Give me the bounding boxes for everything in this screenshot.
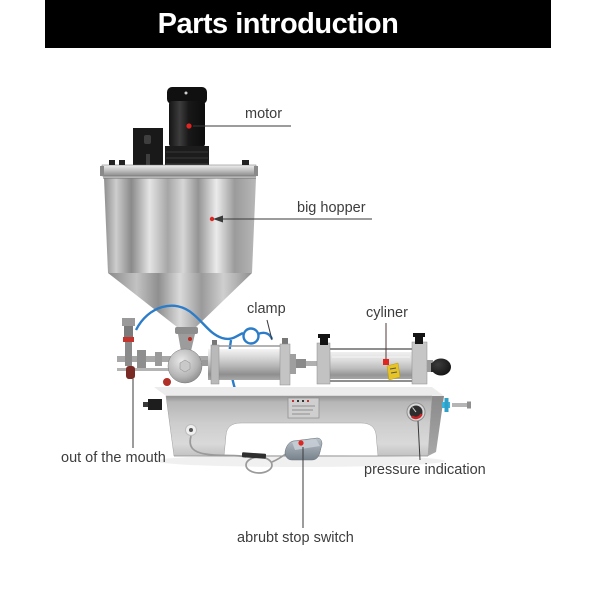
cyliner-leader — [383, 323, 389, 365]
mixer-bracket — [133, 128, 163, 170]
big-hopper-dot — [209, 216, 215, 222]
label-motor: motor — [245, 106, 283, 122]
air-inlet-fitting — [442, 398, 471, 412]
base-shadow — [155, 455, 445, 467]
big-hopper-arrow — [213, 215, 223, 223]
big-hopper-leader — [209, 215, 372, 223]
piston-coupling — [296, 359, 318, 368]
left-fitting — [148, 399, 162, 410]
name-plate — [287, 397, 320, 419]
motor-body — [169, 101, 205, 147]
motor-leader — [186, 123, 291, 129]
pressure-leader — [417, 420, 421, 461]
label-abrubt-stop-switch: abrubt stop switch — [237, 530, 354, 546]
pedal-dot — [298, 440, 304, 446]
dispense-valve-assembly — [117, 318, 213, 386]
clamp-ring-right — [279, 343, 291, 386]
label-pressure-indication: pressure indication — [364, 462, 486, 478]
clamp-leader — [266, 319, 273, 341]
warning-tag — [386, 362, 401, 381]
big-hopper — [100, 160, 258, 351]
cable-clip — [241, 452, 267, 459]
page-title: Parts introduction — [157, 7, 399, 40]
air-cylinder — [316, 333, 451, 385]
machine-base — [143, 387, 471, 467]
hopper-mount-bar — [101, 164, 257, 177]
motor-cap-highlight — [184, 91, 188, 95]
label-clamp: clamp — [247, 301, 286, 317]
callouts — [132, 123, 421, 528]
label-out-of-the-mouth: out of the mouth — [61, 450, 166, 466]
hopper-body — [104, 178, 256, 273]
label-cyliner: cyliner — [366, 305, 408, 321]
outlet-mouth — [126, 366, 135, 379]
cyliner-dot — [383, 359, 389, 365]
product-cylinder — [202, 338, 296, 386]
motor-unit — [165, 87, 209, 170]
title-banner: Parts introduction — [45, 0, 551, 48]
pedal-leader — [298, 440, 304, 528]
label-big-hopper: big hopper — [297, 200, 366, 216]
adjust-knob — [431, 358, 451, 376]
motor-dot — [186, 123, 192, 129]
hopper-cone — [108, 273, 252, 327]
clamp-ring-left — [210, 344, 220, 385]
motor-cap — [167, 87, 207, 104]
hopper-outlet — [175, 327, 198, 334]
cross-pipe — [117, 356, 213, 362]
